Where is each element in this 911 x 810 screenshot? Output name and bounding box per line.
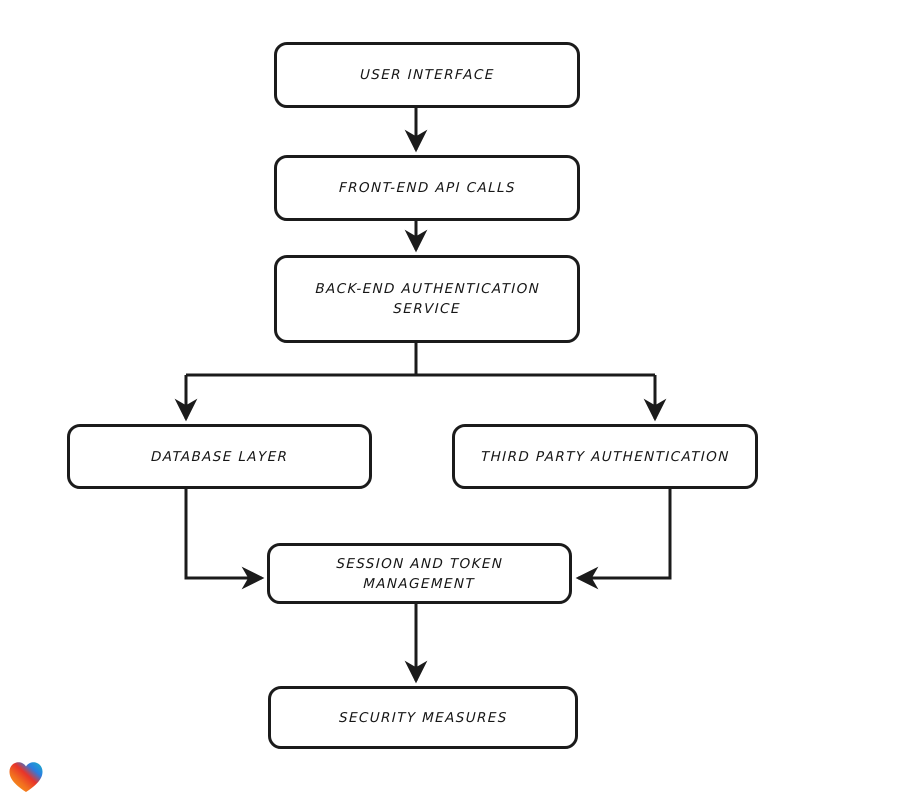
node-label-back-end-auth-service: Back-End Authentication Service	[314, 281, 541, 317]
node-label-front-end-api-calls: Front-End API Calls	[338, 180, 516, 196]
node-session-and-token-management[interactable]: Session and Token Management	[267, 543, 572, 604]
node-label-user-interface: User Interface	[359, 67, 495, 83]
node-database-layer[interactable]: Database Layer	[67, 424, 372, 489]
node-third-party-authentication[interactable]: Third Party Authentication	[452, 424, 758, 489]
node-label-database-layer: Database Layer	[150, 448, 289, 465]
heart-icon	[9, 762, 43, 792]
edge-third-to-session	[575, 489, 672, 590]
node-label-third-party-authentication: Third Party Authentication	[480, 448, 730, 465]
node-label-security-measures: Security Measures	[338, 709, 508, 726]
node-front-end-api-calls[interactable]: Front-End API Calls	[274, 155, 580, 221]
node-label-session-and-token-management: Session and Token Management	[336, 555, 504, 592]
node-user-interface[interactable]: User Interface	[274, 42, 580, 108]
node-security-measures[interactable]: Security Measures	[268, 686, 578, 749]
node-back-end-auth-service[interactable]: Back-End Authentication Service	[274, 255, 580, 343]
edge-db-to-session	[184, 489, 265, 590]
